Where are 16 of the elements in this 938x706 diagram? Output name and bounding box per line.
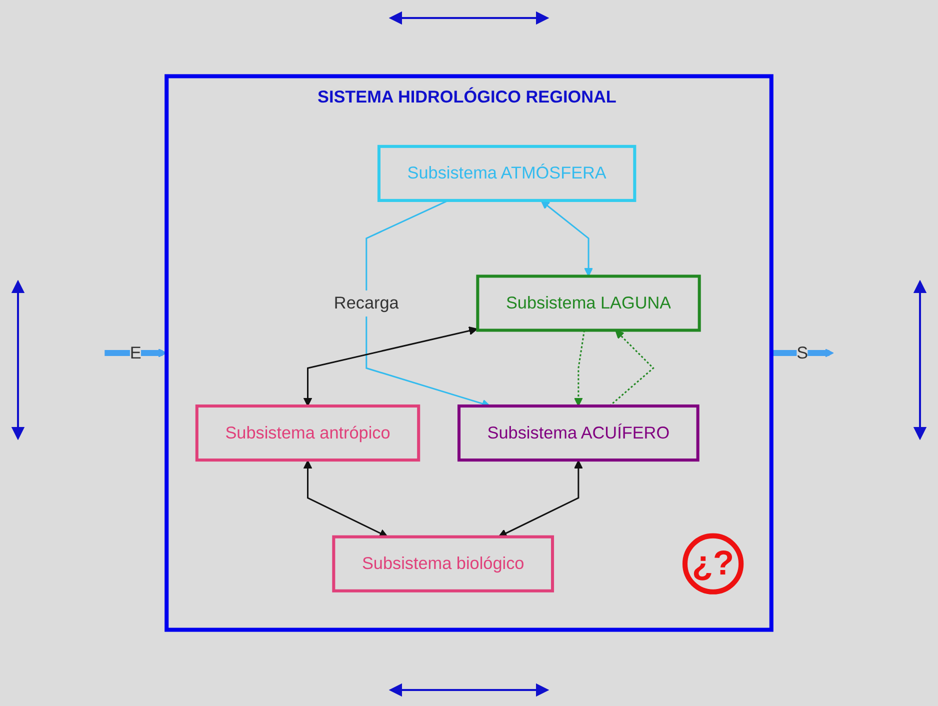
node-box: Subsistema LAGUNA <box>476 274 701 332</box>
arrow <box>303 326 478 406</box>
arrow <box>609 330 654 407</box>
arrow <box>303 460 388 538</box>
edge-label: Recarga <box>334 293 399 313</box>
arrow <box>104 348 167 358</box>
node-box: Subsistema ATMÓSFERA <box>377 144 636 202</box>
node-box: Subsistema biológico <box>332 535 554 592</box>
node-circle: ¿? <box>682 533 744 594</box>
node-box: Subsistema antrópico <box>195 404 420 462</box>
arrow <box>540 200 593 277</box>
arrow <box>498 460 583 538</box>
node-box: Subsistema ACUÍFERO <box>458 404 700 462</box>
edge-label: S <box>796 343 808 362</box>
arrow <box>771 348 834 358</box>
edge-label: E <box>130 343 142 362</box>
